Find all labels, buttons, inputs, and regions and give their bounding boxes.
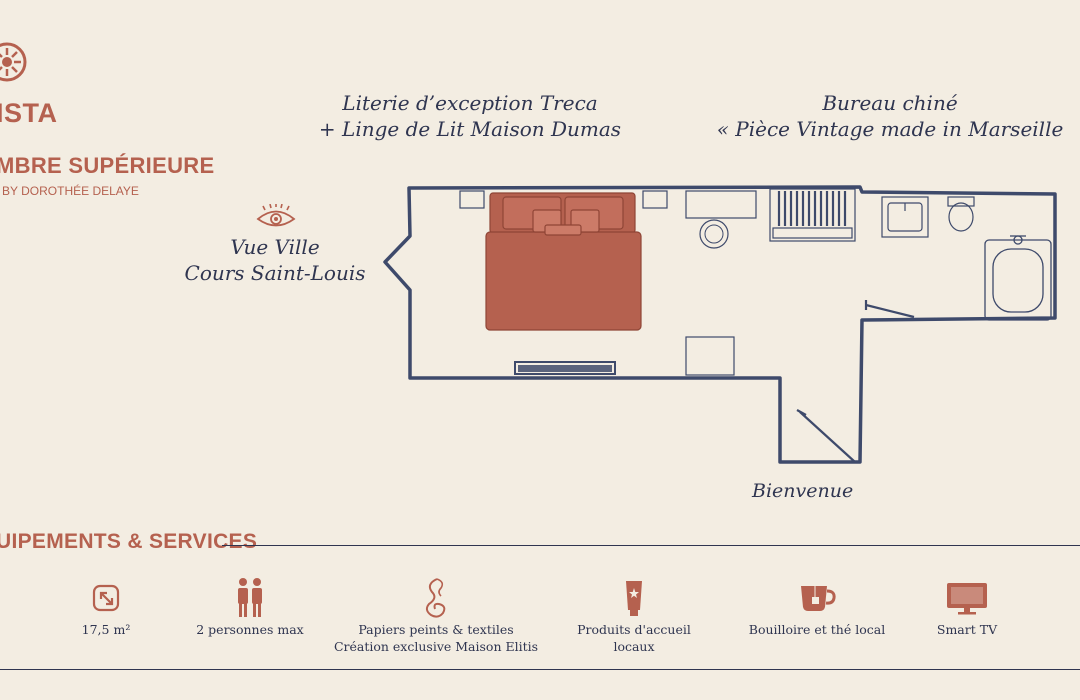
bathroom-door <box>864 300 915 319</box>
desk-annotation: Bureau chiné « Pièce Vintage made in Mar… <box>690 90 1080 142</box>
toilet <box>947 196 975 232</box>
amenity-label: 17,5 m² <box>81 622 131 637</box>
amenity-label: Bouilloire et thé local <box>748 622 886 637</box>
amenity-kettle: Bouilloire et thé local <box>707 578 927 638</box>
tea-cup-icon <box>707 578 927 618</box>
amenity-label: Smart TV <box>936 622 998 637</box>
room-name: MBRE SUPÉRIEURE <box>0 153 215 178</box>
two-people-icon <box>140 578 360 618</box>
nightstand-left <box>459 190 485 209</box>
eye-icon <box>255 203 297 234</box>
designer-credit: BY DOROTHÉE DELAYE <box>2 184 139 198</box>
desk <box>685 190 757 219</box>
toiletries-tube-icon <box>524 578 744 618</box>
bedding-line-1: Literie d’exception Treca <box>342 91 598 115</box>
services-divider-top <box>222 545 1080 546</box>
amenity-label: Produits d'accueil locaux <box>577 622 691 654</box>
view-line-2: Cours Saint-Louis <box>184 261 366 285</box>
services-heading: UIPEMENTS & SERVICES <box>0 530 258 553</box>
bedding-annotation: Literie d’exception Treca + Linge de Lit… <box>280 90 660 142</box>
tv-icon <box>857 578 1077 618</box>
bed <box>485 192 642 331</box>
amenity-area: 17,5 m² <box>0 578 216 638</box>
amenity-tv: Smart TV <box>857 578 1077 638</box>
desk-line-2: « Pièce Vintage made in Marseille <box>716 117 1064 141</box>
wallpaper-swirl-icon <box>326 578 546 618</box>
desk-line-1: Bureau chiné <box>822 91 958 115</box>
brand-name: ISTA <box>0 98 58 128</box>
amenity-toiletries: Produits d'accueil locaux <box>524 578 744 655</box>
luggage-stand <box>685 336 735 376</box>
floor-plan <box>383 185 1057 464</box>
nightstand-right <box>642 190 668 209</box>
amenity-wallpaper: Papiers peints & textiles Création exclu… <box>326 578 546 655</box>
entrance-door <box>796 409 856 463</box>
wardrobe <box>769 188 856 242</box>
bedding-line-2: + Linge de Lit Maison Dumas <box>318 117 622 141</box>
view-line-1: Vue Ville <box>230 235 320 259</box>
sun-wheel-icon <box>0 40 28 92</box>
amenity-label: Papiers peints & textiles Création exclu… <box>333 622 539 654</box>
desk-chair <box>699 219 729 249</box>
bathtub <box>984 235 1052 321</box>
area-icon <box>0 578 216 618</box>
entrance-label: Bienvenue <box>752 480 854 502</box>
amenity-label: 2 personnes max <box>196 622 304 637</box>
room-walls <box>383 185 1057 464</box>
services-divider-bottom <box>0 669 1080 670</box>
view-annotation: Vue Ville Cours Saint-Louis <box>165 234 385 286</box>
sink <box>881 196 929 238</box>
amenity-capacity: 2 personnes max <box>140 578 360 638</box>
